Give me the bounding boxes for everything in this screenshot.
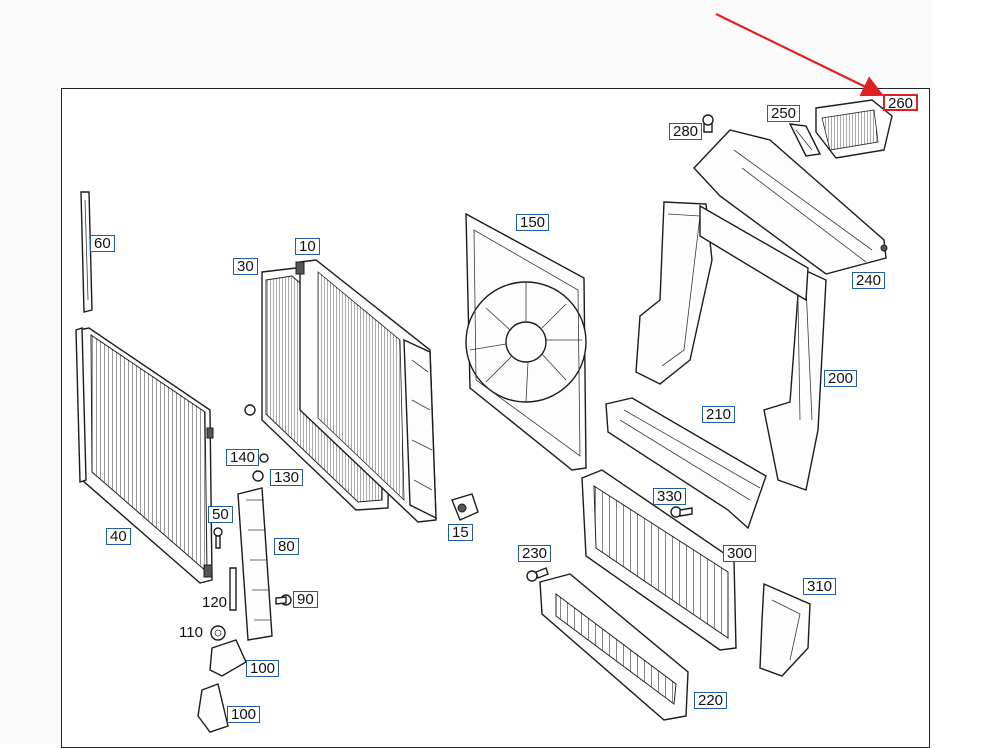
callout-40: 40	[106, 528, 131, 545]
callout-200: 200	[824, 370, 858, 387]
part-130-nut	[252, 470, 264, 482]
part-310-bracket	[759, 582, 811, 677]
part-250-bracket	[788, 123, 822, 157]
callout-130: 130	[270, 469, 304, 486]
part-15-fitting	[451, 493, 479, 521]
part-140-fastener	[259, 453, 269, 463]
callout-15: 15	[448, 524, 473, 541]
callout-60: 60	[90, 235, 115, 252]
part-110-nut	[210, 625, 226, 641]
callout-80: 80	[274, 538, 299, 555]
callout-300: 300	[723, 545, 757, 562]
part-90-screw	[275, 594, 292, 606]
part-260-air-duct	[815, 99, 893, 159]
part-50-screw	[213, 527, 223, 549]
highlight-arrow	[715, 13, 884, 97]
callout-220: 220	[694, 692, 728, 709]
part-240-crossmember	[693, 129, 888, 275]
callout-120: 120	[202, 594, 228, 611]
part-230-bolt	[526, 567, 549, 582]
callout-100-upper: 100	[246, 660, 280, 677]
part-120-pin	[229, 567, 237, 611]
callout-330: 330	[653, 488, 687, 505]
part-210-deflector	[605, 397, 767, 530]
part-100-bracket-upper	[209, 639, 247, 677]
callout-150: 150	[516, 214, 550, 231]
callout-260: 260	[883, 94, 919, 112]
callout-240: 240	[852, 272, 886, 289]
part-330-screw	[670, 506, 693, 518]
part-40-condenser	[75, 327, 214, 584]
callout-310: 310	[803, 578, 837, 595]
part-10-radiator-assembly	[295, 259, 437, 523]
part-60-rod	[80, 191, 93, 313]
part-100-bracket-lower	[197, 683, 229, 733]
part-300-grille	[581, 469, 737, 651]
part-220-shutter	[539, 573, 689, 721]
callout-90: 90	[293, 591, 318, 608]
callout-140: 140	[226, 449, 260, 466]
part-80-air-guide	[237, 487, 273, 641]
callout-100-lower: 100	[227, 706, 261, 723]
callout-50: 50	[208, 506, 233, 523]
callout-210: 210	[702, 406, 736, 423]
callout-250: 250	[767, 105, 801, 122]
callout-30: 30	[233, 258, 258, 275]
callout-10: 10	[295, 238, 320, 255]
part-200-side-member	[699, 204, 827, 491]
callout-280: 280	[669, 123, 703, 140]
callout-110: 110	[179, 624, 203, 641]
callout-230: 230	[518, 545, 552, 562]
part-150-fan-shroud	[465, 212, 587, 471]
part-280-clip	[702, 114, 714, 133]
